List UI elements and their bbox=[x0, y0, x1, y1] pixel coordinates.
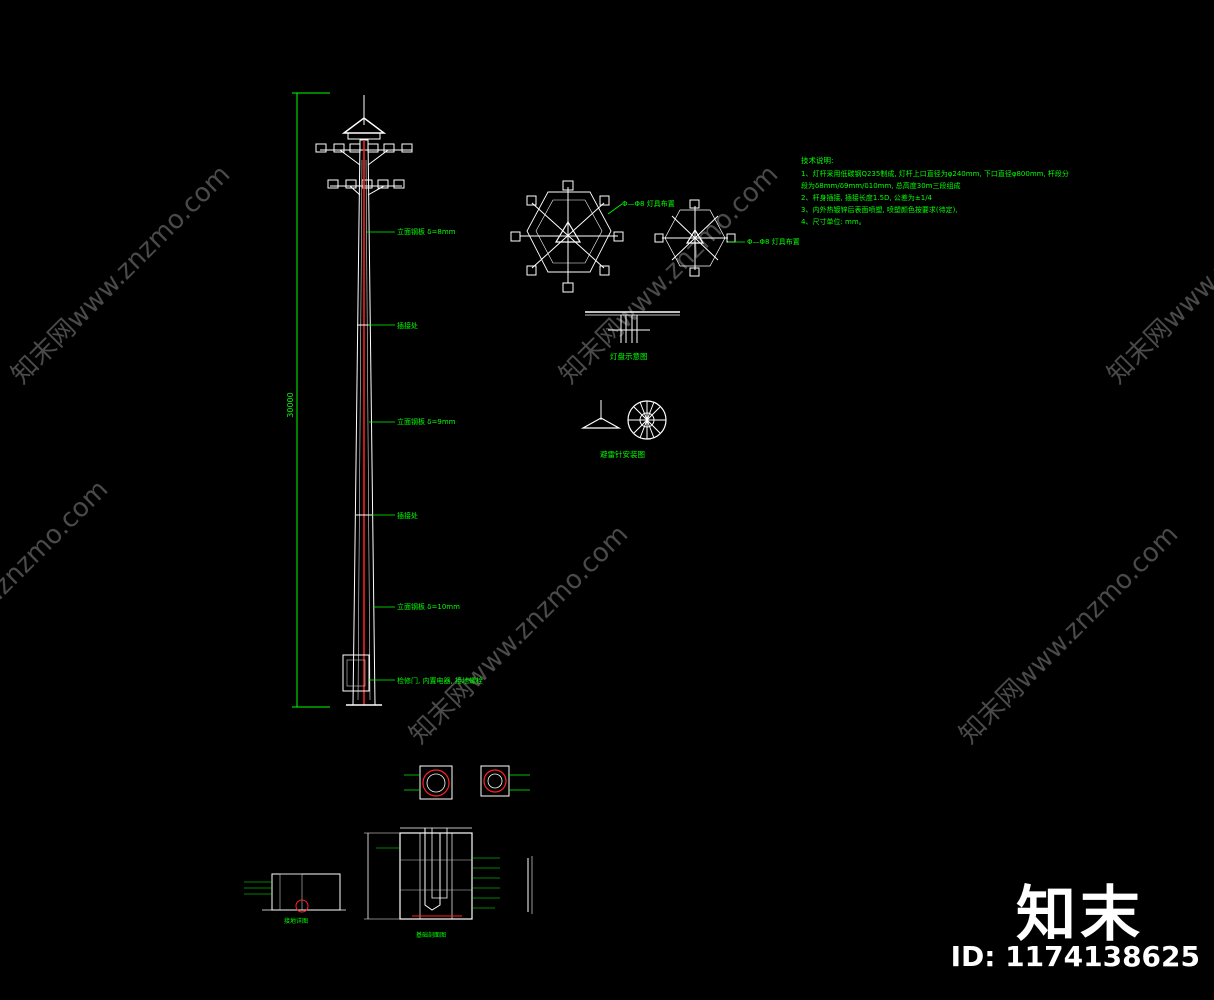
watermark-text: 知末网www.znzmo.com bbox=[1102, 159, 1214, 390]
notes-line: 段为δ8mm/δ9mm/δ10mm, 总高度30m三段组成 bbox=[801, 181, 960, 190]
callout-access-door: 检修门, 内置电器, 接地螺栓 bbox=[397, 676, 483, 685]
callout-lamp-plan-small: Φ—Φ8 灯具布置 bbox=[747, 237, 800, 246]
dimension-label: 30000 bbox=[286, 392, 295, 417]
notes-line: 3、内外热镀锌后表面喷塑, 喷塑颜色按要求(待定), bbox=[801, 205, 958, 214]
callout-plate-9mm: 立面钢板 δ=9mm bbox=[397, 417, 456, 426]
callout-leaders bbox=[366, 231, 395, 681]
watermark-text: 知末网www.znzmo.com bbox=[554, 159, 785, 390]
watermark-text: 知末网www.znzmo.com bbox=[954, 519, 1185, 750]
foundation-section-title: 基础剖面图 bbox=[416, 931, 446, 939]
anchor-bolt-plan-left bbox=[404, 765, 453, 800]
callout-lamp-plan-large: Φ—Φ8 灯具布置 bbox=[622, 199, 675, 208]
image-id-label: ID: 1174138625 bbox=[950, 940, 1200, 973]
callout-splice-lower: 插接处 bbox=[397, 511, 418, 520]
technical-notes: 技术说明: 1、灯杆采用低碳钢Q235制成, 灯杆上口直径为φ240mm, 下口… bbox=[801, 155, 1069, 226]
pole-elevation: 30000 bbox=[286, 92, 483, 708]
lightning-rod-detail bbox=[580, 400, 667, 440]
access-door-panel bbox=[346, 659, 366, 687]
foundation-section bbox=[364, 827, 533, 920]
lamp-hood-base bbox=[347, 132, 381, 140]
notes-title: 技术说明: bbox=[801, 155, 834, 165]
lamp-frame-caption: 灯盘示意图 bbox=[610, 351, 648, 361]
grounding-detail bbox=[244, 873, 346, 913]
leader-lamp-plan-large bbox=[607, 203, 623, 215]
notes-line: 4、尺寸单位: mm。 bbox=[801, 217, 866, 226]
lightning-caption: 避雷针安装图 bbox=[600, 449, 645, 459]
callout-plate-8mm: 立面钢板 δ=8mm bbox=[397, 227, 456, 236]
watermark-text: 知末网www.znzmo.com bbox=[6, 159, 237, 390]
notes-line: 1、灯杆采用低碳钢Q235制成, 灯杆上口直径为φ240mm, 下口直径φ800… bbox=[801, 169, 1069, 178]
pole-inner-line bbox=[357, 159, 363, 701]
upper-lamp-ring bbox=[315, 143, 413, 166]
access-door bbox=[342, 654, 370, 692]
callout-plate-10mm: 立面钢板 δ=10mm bbox=[397, 602, 460, 611]
lamp-plan-large bbox=[510, 180, 624, 293]
pole-inner-line bbox=[365, 159, 371, 701]
watermark-text: 知末网www.znzmo.com bbox=[404, 519, 635, 750]
lamp-frame-diagram bbox=[585, 311, 680, 343]
grounding-detail-title: 接地详图 bbox=[284, 917, 308, 925]
anchor-bolt-plan-right bbox=[480, 765, 530, 797]
notes-line: 2、杆身插接, 插接长度1.5D, 公差为±1/4 bbox=[801, 193, 933, 202]
watermark-text: 知末网www.znzmo.com bbox=[0, 474, 114, 705]
brand-logo: 知末 bbox=[1016, 880, 1144, 950]
callout-splice-upper: 插接处 bbox=[397, 321, 418, 330]
